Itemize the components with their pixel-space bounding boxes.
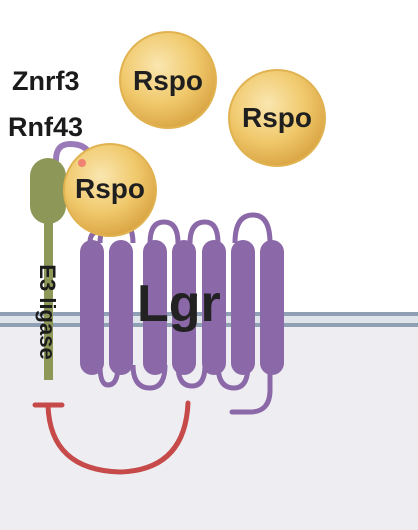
rspo-ligand-1 <box>119 31 217 129</box>
label-rspo-bound: Rspo <box>75 173 145 204</box>
rspo-binding-mark <box>78 159 86 167</box>
label-rspo-2: Rspo <box>242 102 312 133</box>
label-rspo-1: Rspo <box>133 65 203 96</box>
label-lgr: Lgr <box>137 275 221 333</box>
rspo-ligand-2 <box>228 69 326 167</box>
inhibition-arrow <box>32 400 191 475</box>
label-znrf3: Znrf3 <box>12 66 80 96</box>
label-rnf43: Rnf43 <box>8 112 84 142</box>
rspo-ligand-bound <box>63 143 157 237</box>
label-e3-ligase: E3 ligase <box>35 264 60 360</box>
lgr-receptor <box>80 212 284 415</box>
